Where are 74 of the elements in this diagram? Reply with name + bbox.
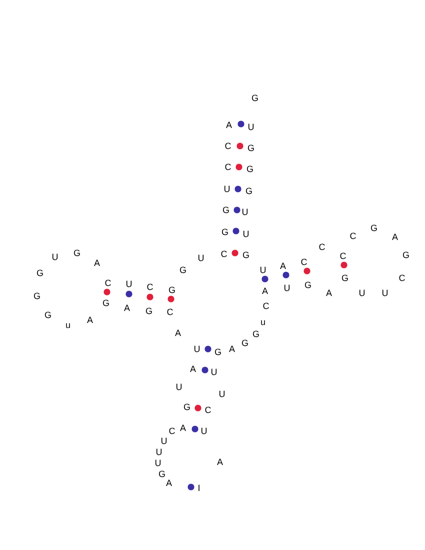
nucleotide-letter: A [262,286,268,296]
nucleotide-letter: I [198,483,200,493]
nucleotide-letter: C [224,141,232,151]
nucleotide-letter: G [222,227,228,237]
nucleotide-letter: C [104,278,112,288]
nucleotide-letter: U [154,458,162,468]
nucleotide-letter: G [246,186,252,196]
nucleotide-letter: C [168,426,176,436]
nucleotide-letter: U [200,426,208,436]
nucleotide-letter: A [87,315,93,325]
nucleotide-letter: U [242,229,250,239]
nucleotide-letter: U [224,184,230,194]
nucleotide-letter: C [224,162,232,172]
nucleotide-letter: G [252,329,260,339]
nucleotide-letter: A [226,120,232,130]
nucleotide-letter: U [284,283,290,293]
nucleotide-letter: G [34,291,40,301]
nucleotide-letter: U [156,447,162,457]
nucleotide-letter: A [175,328,181,338]
nucleotide-letter: C [300,257,308,267]
nucleotide-letter: G [248,143,254,153]
nucleotide-letter: G [36,268,44,278]
nucleotide-letter: A [190,364,196,374]
nucleotide-letter: U [160,436,168,446]
nucleotide-letter: A [326,288,332,298]
nucleotide-letter: A [280,261,286,271]
nucleotide-letter: G [242,338,248,348]
nucleotide-letter: G [74,248,80,258]
nucleotide-letter: U [176,382,182,392]
nucleotide-letter: G [304,280,312,290]
nucleotide-letter: U [52,252,58,262]
nucleotide-letter: A [124,303,130,313]
nucleotide-letter: U [210,367,218,377]
nucleotide-letter: U [198,253,204,263]
nucleotide-letter: C [340,251,346,261]
nucleotide-letter: C [204,405,212,415]
nucleotide-letter: G [180,265,186,275]
nucleotide-letter: C [350,231,356,241]
nucleotide-letter: G [184,402,190,412]
nucleotide-letter: U [126,279,132,289]
nucleotide-letter: G [44,310,52,320]
nucleotide-letter: U [358,288,366,298]
nucleotide-letter: C [318,242,326,252]
nucleotide-letter: U [218,389,226,399]
nucleotide-letter: C [262,301,270,311]
nucleotide-letter: C [220,249,228,259]
nucleotide-letter: G [402,250,410,260]
nucleotide-letter: G [242,250,250,260]
nucleotide-letter: A [94,258,100,268]
nucleotide-letter: U [194,344,200,354]
nucleotide-letter: A [392,232,398,242]
nucleotide-letter: G [168,285,176,295]
nucleotide-letter: G [102,298,110,308]
nucleotide-letter: A [217,457,223,467]
nucleotide-letter: G [370,223,378,233]
nucleotide-letter: u [260,317,266,327]
nucleotide-letter: G [158,469,166,479]
nucleotide-letter: C [146,282,154,292]
nucleotide-letter: U [382,288,388,298]
nucleotide-letter: A [229,344,235,354]
nucleotide-letter: G [146,306,152,316]
nucleotide-letter: U [242,207,248,217]
nucleotide-letter: G [222,205,230,215]
nucleotide-letter: U [260,265,266,275]
nucleotide-letter: G [214,347,222,357]
nucleotide-letter: A [166,478,172,488]
nucleotide-letter: C [166,307,174,317]
nucleotide-letter: u [66,320,70,330]
nucleotide-letter: G [252,93,258,103]
nucleotide-letter: U [248,122,254,132]
nucleotide-letter: A [180,423,186,433]
nucleotide-letter: C [398,273,406,283]
nucleotide-letter: G [342,273,348,283]
nucleotide-letter: G [246,164,254,174]
